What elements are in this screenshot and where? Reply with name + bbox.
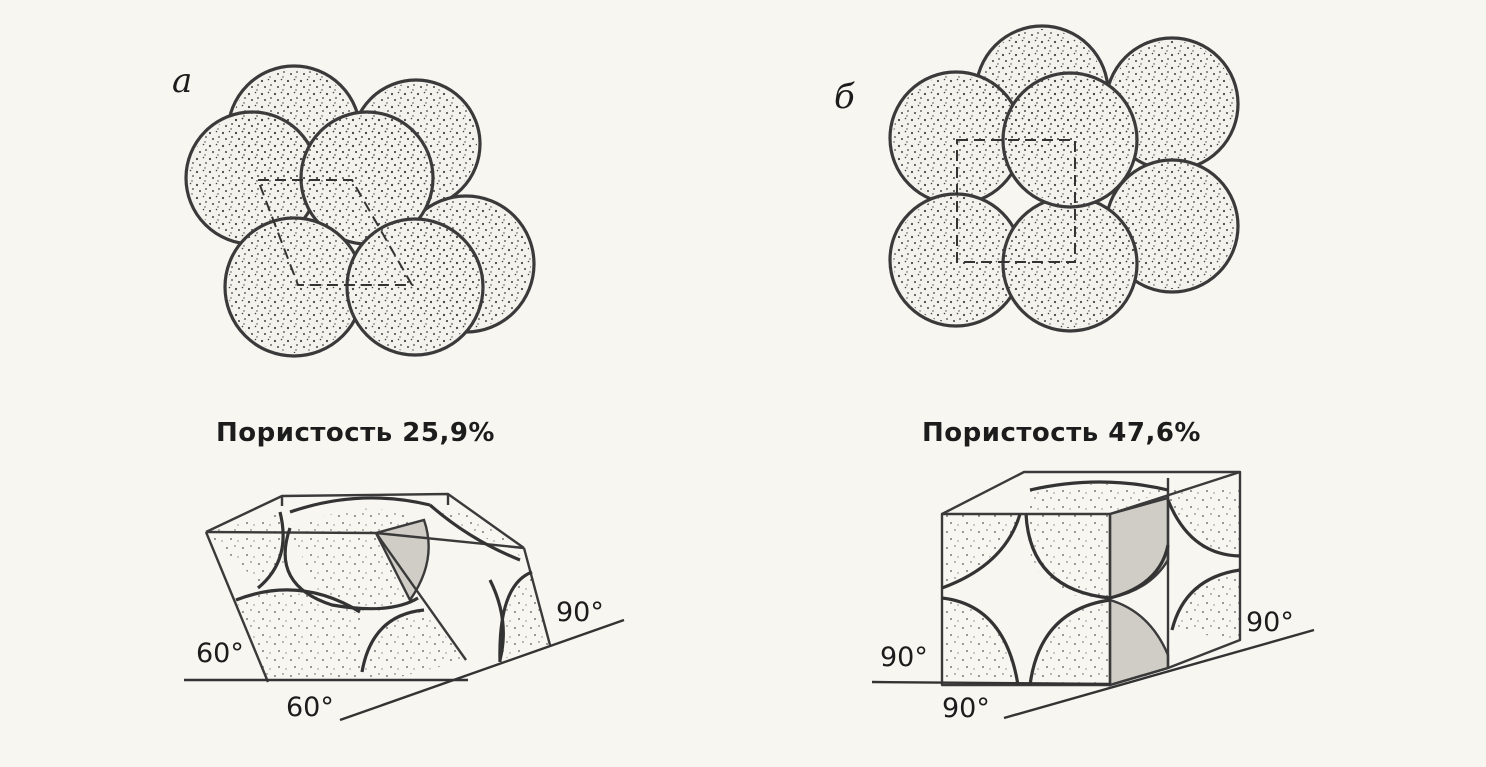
base-line-diagonal xyxy=(1003,628,1315,720)
sphere-stipple xyxy=(189,69,531,353)
panel-b-angle-right: 90° xyxy=(1246,607,1294,638)
panel-a-angle-bottom: 60° xyxy=(286,692,334,723)
cell-top-back xyxy=(205,492,525,549)
cube-top-edge xyxy=(1109,470,1241,516)
sphere-segment xyxy=(1026,484,1165,514)
sphere-segment xyxy=(942,598,1018,685)
sphere-arc xyxy=(289,496,431,514)
base-line-diagonal xyxy=(339,618,625,722)
sphere-segment xyxy=(1168,488,1240,556)
sphere-segment xyxy=(942,514,1020,585)
sphere-segment xyxy=(500,572,550,660)
cell-front-edge xyxy=(375,532,467,661)
sphere-arc xyxy=(1166,499,1241,558)
sphere-segment xyxy=(1030,600,1110,685)
sphere-arc xyxy=(498,570,533,663)
unit-cell-outline xyxy=(256,179,414,286)
cell-right-edge xyxy=(522,547,552,646)
shaded-octant xyxy=(1108,496,1170,600)
panel-a: а Пористость 25,9% xyxy=(172,61,625,723)
panel-b-angle-left: 90° xyxy=(880,642,928,673)
panel-b-angle-bottom: 90° xyxy=(942,693,990,724)
sphere-arc xyxy=(1028,598,1111,686)
sphere-arc xyxy=(941,513,1022,590)
sphere-arc xyxy=(941,596,1020,686)
sphere-segment xyxy=(362,611,466,682)
sphere-arc xyxy=(428,503,521,562)
sphere-segment xyxy=(206,512,290,582)
sphere-segment xyxy=(430,508,520,556)
panel-a-sphere-cluster xyxy=(184,64,536,358)
sphere-arc xyxy=(256,511,285,590)
panel-b-sphere-cluster xyxy=(888,24,1240,333)
shaded-octant xyxy=(374,518,430,603)
sphere-arc xyxy=(235,588,361,614)
panel-a-unit-cell xyxy=(184,492,625,722)
sphere-arc xyxy=(1024,513,1111,600)
sphere-arc xyxy=(283,527,419,611)
unit-cell-outline xyxy=(956,139,1076,263)
shaded-octant xyxy=(1108,598,1170,687)
sphere-arc xyxy=(1029,480,1169,492)
sphere-segment xyxy=(1172,570,1240,640)
base-line xyxy=(871,680,1111,686)
cube-bottom-edge xyxy=(1109,666,1169,687)
panel-a-letter: а xyxy=(172,61,192,101)
panel-a-angle-left: 60° xyxy=(196,638,244,669)
panel-b-letter: б xyxy=(834,77,855,117)
sphere-arc xyxy=(360,608,425,673)
sphere-arc xyxy=(1109,544,1170,600)
sphere-segment xyxy=(1026,514,1110,599)
sphere-segment xyxy=(236,592,362,682)
panel-a-angle-right: 90° xyxy=(556,597,604,628)
panel-a-caption: Пористость 25,9% xyxy=(216,418,495,448)
panel-b-caption: Пористость 47,6% xyxy=(922,418,1201,448)
cell-left-edge xyxy=(204,531,270,683)
panel-b-unit-cell xyxy=(871,470,1315,720)
panel-b: б Пористость 47,6% xyxy=(834,24,1315,724)
sphere-arc xyxy=(1170,568,1241,631)
